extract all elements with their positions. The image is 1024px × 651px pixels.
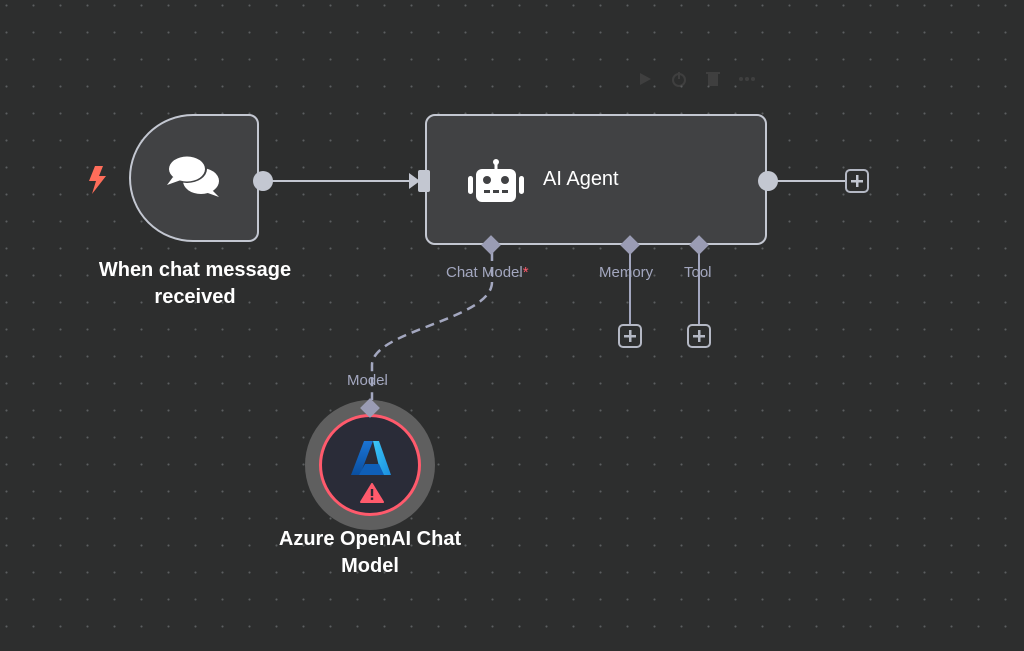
trigger-node-label: When chat message received — [98, 259, 292, 308]
model-node-body — [319, 414, 421, 516]
power-icon[interactable] — [670, 70, 688, 88]
chat-bubbles-icon — [165, 153, 223, 204]
azure-icon — [351, 440, 391, 481]
ai-agent-node[interactable]: AI Agent — [425, 114, 767, 245]
plus-icon — [851, 175, 863, 187]
plus-icon — [693, 330, 705, 342]
required-marker: * — [522, 264, 529, 281]
agent-output-handle[interactable] — [758, 171, 778, 191]
trash-icon[interactable] — [704, 70, 722, 88]
tool-handle-label: Tool — [684, 264, 712, 281]
trigger-node[interactable] — [129, 114, 259, 242]
model-handle-label: Model — [347, 372, 388, 389]
robot-icon — [467, 158, 525, 209]
play-icon[interactable] — [636, 70, 654, 88]
azure-openai-model-node[interactable] — [305, 400, 435, 530]
add-memory-button[interactable] — [618, 324, 642, 348]
chat-model-handle-label: Chat Model* — [446, 264, 529, 281]
memory-handle-label: Memory — [599, 264, 654, 281]
warning-icon — [360, 483, 384, 508]
add-next-node-button[interactable] — [845, 169, 869, 193]
lightning-icon — [87, 166, 107, 199]
more-icon[interactable] — [738, 70, 756, 88]
model-node-label: Azure OpenAI Chat Model — [278, 528, 462, 577]
ai-agent-title: AI Agent — [543, 168, 619, 190]
node-toolbar — [636, 70, 756, 88]
add-tool-button[interactable] — [687, 324, 711, 348]
plus-icon — [624, 330, 636, 342]
agent-input-handle[interactable] — [418, 170, 430, 192]
trigger-output-handle[interactable] — [253, 171, 273, 191]
